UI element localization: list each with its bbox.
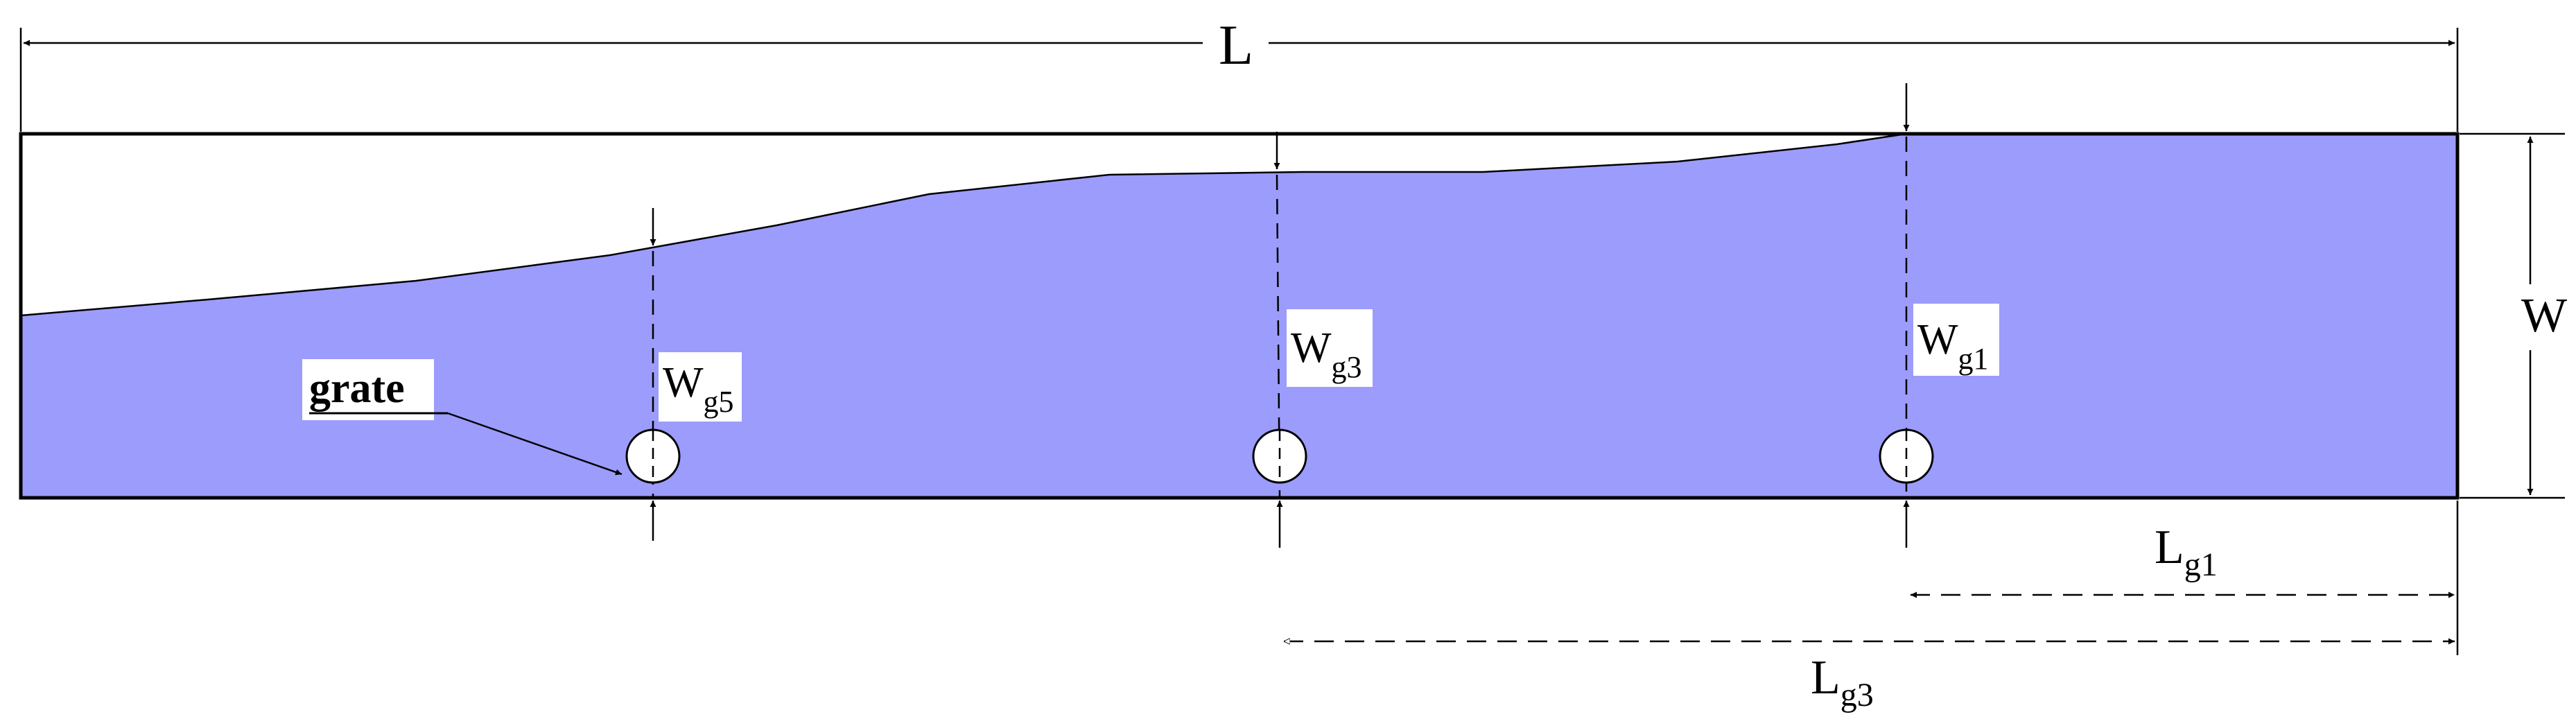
lg1-label-main: L [2155,521,2184,574]
gutter-outline [19,132,2460,500]
grate-1-group: Wg1 [1879,83,1999,548]
length-label: L [1219,13,1253,76]
lg1-dimension: Lg1 [1911,501,2459,655]
lg3-dimension: Lg3 [1284,641,2455,713]
wg1-label: Wg1 [1917,316,1989,376]
wg5-label: Wg5 [663,359,734,419]
lg3-label-sub: g3 [1840,677,1874,713]
wg3-label-main: W [1291,324,1332,372]
lg3-label: Lg3 [1811,651,1874,713]
wg3-label-sub: g3 [1332,350,1362,384]
water-edge-line [20,132,1907,317]
lg3-label-main: L [1811,651,1840,704]
grate-callout: grate [302,359,623,476]
width-dimension: W [2460,132,2567,499]
grate-5-group: Wg5 [625,208,742,541]
lg1-label: Lg1 [2155,521,2218,583]
lg1-label-sub: g1 [2184,546,2218,583]
wg1-label-main: W [1917,316,1958,363]
grate-3-group: Wg3 [1252,132,1373,548]
wg1-label-sub: g1 [1958,342,1989,376]
wg5-label-sub: g5 [704,385,734,419]
grate-label: grate [309,365,405,412]
width-label: W [2521,289,2567,343]
water-spread-area [21,134,2457,498]
wg5-label-main: W [663,359,704,406]
length-dimension: L [19,13,2459,132]
wg3-label: Wg3 [1291,324,1362,384]
